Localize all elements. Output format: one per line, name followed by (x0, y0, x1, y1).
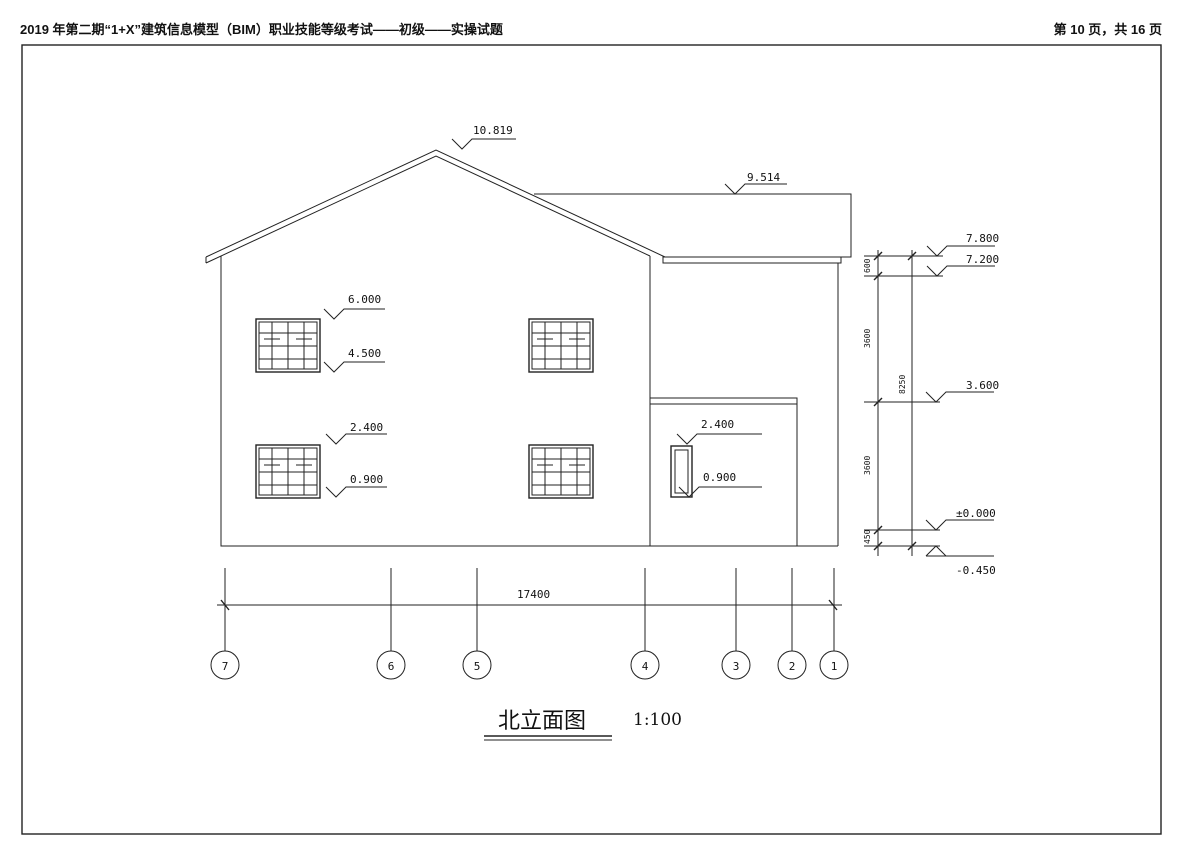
window (528, 318, 594, 373)
level-0000: ±0.000 (956, 507, 996, 520)
axis-6: 6 (376, 568, 406, 680)
level-7800: 7.800 (966, 232, 999, 245)
axis-4: 4 (630, 568, 660, 680)
level-mark (925, 391, 994, 403)
door-sill-elev: 0.900 (703, 471, 736, 484)
axis-label: 1 (831, 660, 838, 673)
window (528, 444, 594, 499)
canopy (650, 397, 798, 546)
axis-7: 7 (210, 568, 240, 680)
dim-8250: 8250 (898, 375, 907, 394)
axis-label: 4 (642, 660, 649, 673)
drawing-scale: 1:100 (633, 710, 682, 730)
axis-1: 1 (819, 568, 849, 680)
drawing-border (21, 44, 1162, 835)
door-top-elev: 2.400 (701, 418, 734, 431)
dim-3600-upper: 3600 (863, 329, 872, 348)
level-mark (926, 245, 995, 257)
level-mark (926, 265, 995, 277)
main-roof (205, 149, 666, 258)
ridge-wing-elev: 9.514 (747, 171, 780, 184)
elevation-mark (678, 486, 762, 498)
level-mark (925, 545, 994, 557)
axis-label: 7 (222, 660, 229, 673)
axis-3: 3 (721, 568, 751, 680)
elevation-mark (323, 361, 385, 373)
level-3600: 3.600 (966, 379, 999, 392)
axis-5: 5 (462, 568, 492, 680)
drawing-title: 北立面图 (498, 709, 586, 734)
elevation-mark (724, 183, 787, 195)
axis-label: 3 (733, 660, 740, 673)
side-door (670, 445, 693, 498)
level-neg0450: -0.450 (956, 564, 996, 577)
elevation-mark (451, 138, 516, 150)
win-upper-sill-elev: 4.500 (348, 347, 381, 360)
axis-2: 2 (777, 568, 807, 680)
win-lower-sill-elev: 0.900 (350, 473, 383, 486)
elevation-mark (325, 433, 387, 445)
axis-label: 6 (388, 660, 395, 673)
win-upper-top-elev: 6.000 (348, 293, 381, 306)
wing-roof (534, 193, 852, 258)
dim-450: 450 (863, 529, 872, 544)
level-7200: 7.200 (966, 253, 999, 266)
axis-label: 5 (474, 660, 481, 673)
header-title: 2019 年第二期“1+X”建筑信息模型（BIM）职业技能等级考试——初级——实… (20, 22, 503, 37)
main-wall (220, 256, 838, 547)
elevation-mark (676, 433, 762, 445)
elevation-mark (325, 486, 387, 498)
page-number: 第 10 页，共 16 页 (1053, 22, 1162, 37)
window (255, 444, 321, 499)
ridge-main-elev: 10.819 (473, 124, 513, 137)
win-lower-top-elev: 2.400 (350, 421, 383, 434)
dim-3600-lower: 3600 (863, 456, 872, 475)
window (255, 318, 321, 373)
level-mark (925, 519, 994, 531)
dim-600: 600 (863, 258, 872, 273)
axis-label: 2 (789, 660, 796, 673)
dim-17400: 17400 (517, 588, 550, 601)
elevation-mark (323, 308, 385, 320)
